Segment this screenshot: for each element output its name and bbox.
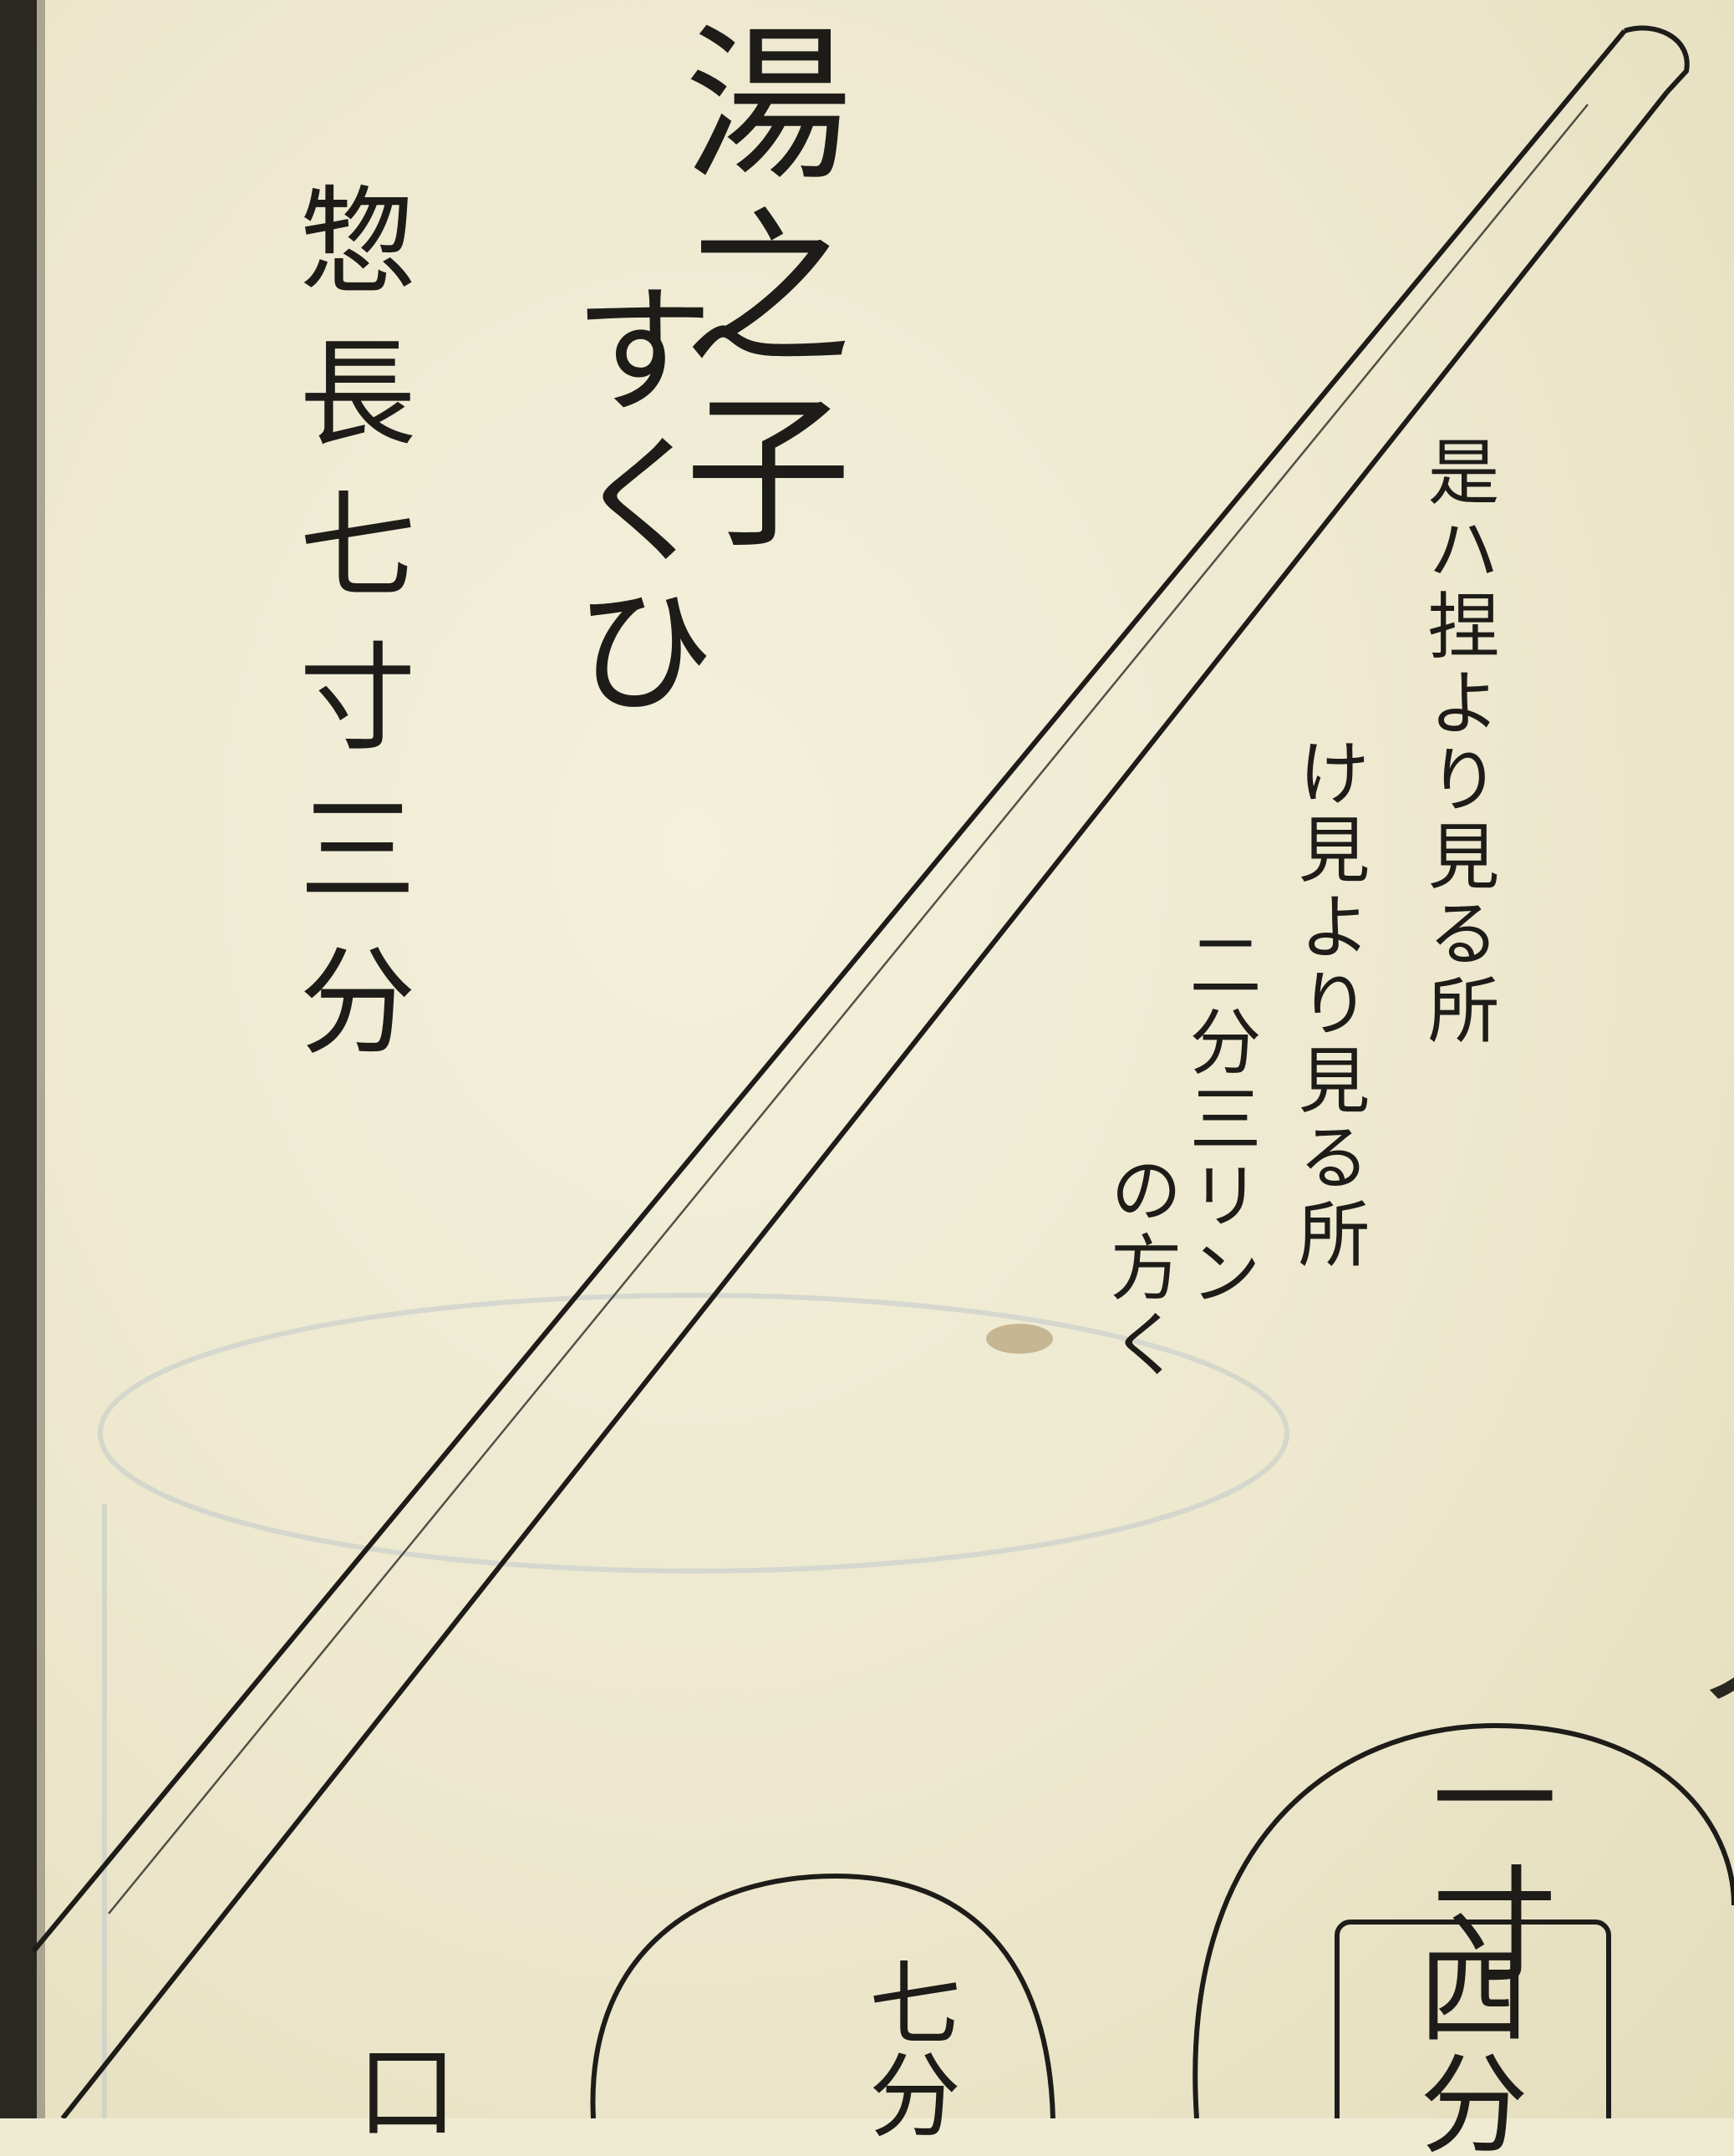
measure-box — [1335, 1920, 1611, 2118]
small-cup-measure: 七分 — [853, 1955, 960, 2139]
annotation-line-2: け見より見る所 — [1285, 735, 1369, 1274]
item-reading: すくひ — [548, 276, 714, 727]
cup-measure-top: 一寸 — [1411, 1734, 1556, 1985]
bottom-edge-text: 口 — [339, 2039, 455, 2139]
annotation-line-1: 是ハ捏より見る所 — [1415, 435, 1498, 1050]
annotation-line-3: 二分三リン — [1177, 928, 1260, 1312]
small-cup-outline — [590, 1873, 1055, 2118]
total-length: 惣長七寸三分 — [279, 180, 415, 1092]
ladle-handle — [31, 25, 1690, 2118]
page-edge-border — [0, 0, 37, 2118]
bleed-through-vessel — [98, 1293, 1289, 2118]
ladle-cup-outline — [1192, 1722, 1734, 2118]
paper-stain — [986, 1324, 1053, 1354]
right-edge-text: ノ — [1670, 1588, 1734, 1713]
annotation-line-4: の方く — [1097, 1153, 1181, 1384]
item-title: 湯之子 — [655, 17, 850, 568]
cup-measure-boxed: 四分 — [1401, 1939, 1528, 2156]
